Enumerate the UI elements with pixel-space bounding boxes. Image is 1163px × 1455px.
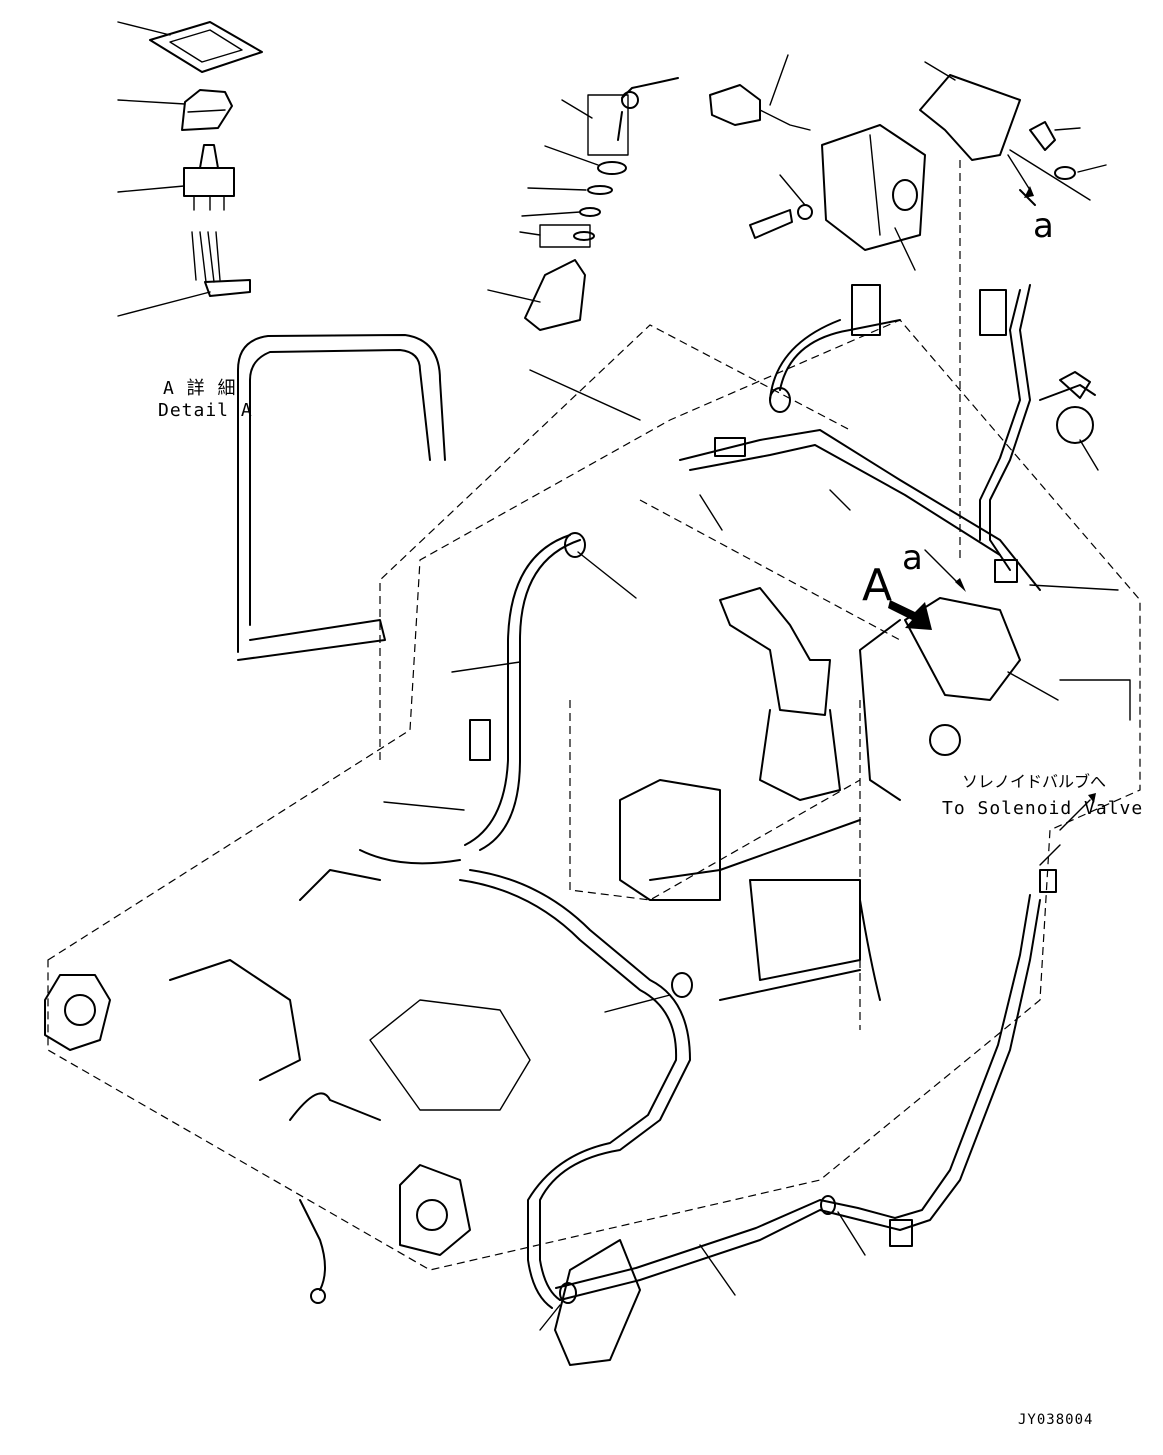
horn-bracket-parts	[709, 54, 1107, 560]
leader-lines	[383, 489, 1119, 1331]
arrow-solenoid-icon	[1088, 793, 1096, 803]
ref-a-mid-label: a	[902, 538, 923, 578]
drawing-id: JY038004	[1018, 1412, 1094, 1428]
ref-a-top-label: a	[1033, 206, 1054, 246]
pointer-arrows	[888, 154, 1096, 866]
detail-a-parts	[117, 21, 263, 317]
solenoid-label-en: To Solenoid Valve	[942, 798, 1144, 819]
connectors	[469, 284, 1057, 1304]
arrow-a-filled-icon	[888, 600, 932, 630]
view-a-label: A	[862, 560, 893, 611]
handrail	[237, 334, 446, 661]
lower-chassis	[44, 679, 1131, 1366]
wire-harness	[459, 284, 1099, 1309]
detail-a-label-jp: A 詳 細	[163, 378, 237, 399]
solenoid-label-jp: ソレノイドバルブへ	[962, 772, 1107, 791]
key-switch-parts	[487, 77, 679, 421]
detail-a-label-en: Detail A	[158, 400, 253, 421]
cab-frame	[47, 319, 1141, 1271]
arrow-a-top-icon	[1024, 186, 1034, 198]
console	[619, 587, 1021, 901]
arrow-a-mid-icon	[955, 578, 966, 592]
